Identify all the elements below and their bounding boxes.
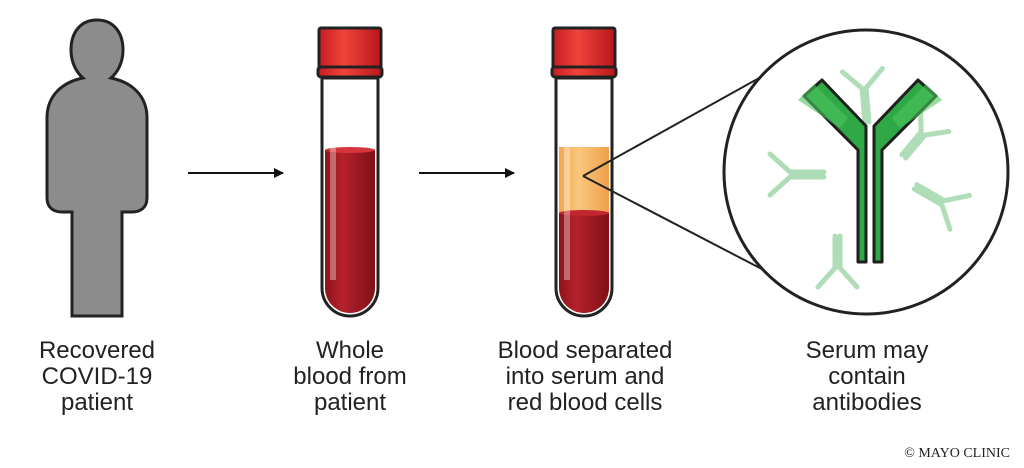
blood-tube-icon [316, 26, 384, 318]
magnify-line-top [582, 66, 780, 177]
magnify-line-bottom [582, 175, 780, 279]
antibody-magnified-icon [722, 28, 1010, 316]
person-silhouette-icon [45, 18, 149, 318]
caption-separated-blood: Blood separated into serum and red blood… [497, 337, 673, 416]
caption-whole-blood: Whole blood from patient [293, 337, 407, 416]
caption-serum-antibodies: Serum may contain antibodies [805, 337, 929, 416]
separated-blood-tube-icon [550, 26, 618, 318]
copyright-notice: © MAYO CLINIC [904, 446, 1010, 461]
caption-recovered-patient: Recovered COVID-19 patient [38, 337, 156, 416]
